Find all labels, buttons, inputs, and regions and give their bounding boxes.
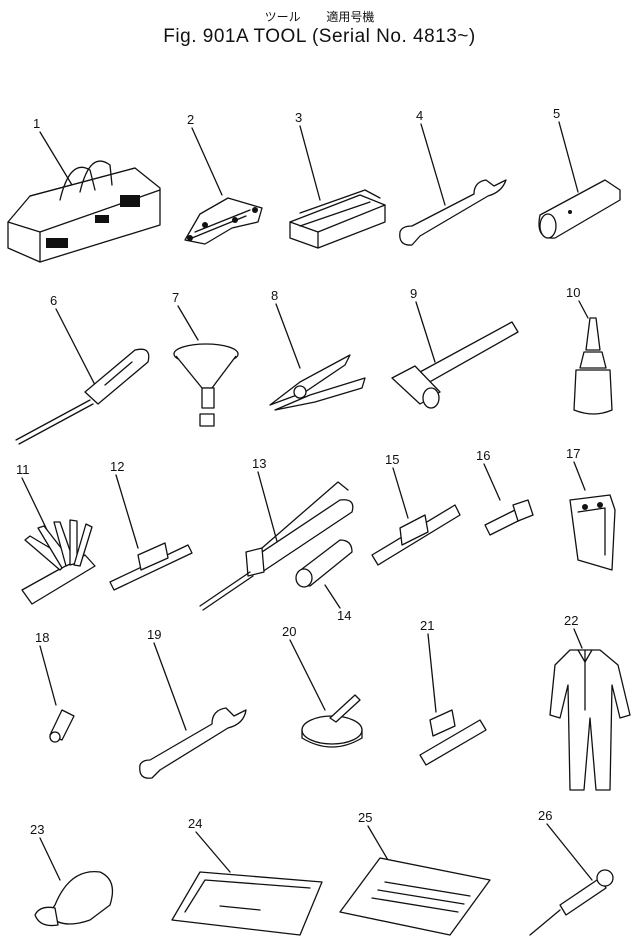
callout-14: 14: [337, 608, 351, 623]
part-23: 23: [30, 822, 114, 927]
callout-19: 19: [147, 627, 161, 642]
figure-title: Fig. 901A TOOL (Serial No. 4813~): [163, 26, 476, 47]
part-11: 11: [16, 462, 96, 605]
bolt-icon: [484, 499, 534, 536]
callout-9: 9: [410, 286, 417, 301]
binder-icon: [171, 871, 323, 936]
part-25: 25: [339, 810, 491, 936]
extension-bar-icon: [371, 504, 461, 566]
part-10: 10: [566, 285, 613, 415]
tool-box-icon: [289, 189, 386, 249]
part-7: 7: [172, 290, 239, 427]
callout-21: 21: [420, 618, 434, 633]
bar-icon: [109, 542, 193, 591]
callout-17: 17: [566, 446, 580, 461]
callout-2: 2: [187, 112, 194, 127]
filter-wrench-icon: [301, 694, 363, 748]
part-2: 2: [184, 112, 263, 245]
callout-22: 22: [564, 613, 578, 628]
callout-10: 10: [566, 285, 580, 300]
coverall-icon: [549, 649, 631, 791]
callout-4: 4: [416, 108, 423, 123]
callout-24: 24: [188, 816, 202, 831]
callout-13: 13: [252, 456, 266, 471]
callout-20: 20: [282, 624, 296, 639]
manual-icon: [339, 857, 491, 936]
callout-5: 5: [553, 106, 560, 121]
callout-6: 6: [50, 293, 57, 308]
part-6: 6: [15, 293, 150, 445]
adapter-icon: [49, 709, 75, 743]
feeler-gauge-icon: [21, 519, 96, 605]
gauge-tool-icon: [529, 869, 614, 936]
bracket-icon: [569, 494, 616, 571]
callout-25: 25: [358, 810, 372, 825]
part-15: 15: [371, 452, 461, 566]
part-9: 9: [391, 286, 519, 409]
callout-23: 23: [30, 822, 44, 837]
screwdriver-icon: [15, 348, 150, 445]
part-13: 13: [199, 456, 354, 611]
part-17: 17: [566, 446, 616, 571]
part-14: 14: [295, 539, 353, 623]
part-1: 1: [7, 116, 161, 263]
part-19: 19: [139, 627, 247, 779]
part-20: 20: [282, 624, 363, 748]
figure-title-japanese: ツール 適用号機: [0, 8, 639, 25]
part-3: 3: [289, 110, 386, 249]
double-open-wrench-icon: [139, 707, 247, 779]
callout-11: 11: [16, 462, 30, 477]
pliers-icon: [269, 354, 366, 411]
callout-8: 8: [271, 288, 278, 303]
callout-1: 1: [33, 116, 40, 131]
callout-12: 12: [110, 459, 124, 474]
callout-3: 3: [295, 110, 302, 125]
part-26: 26: [529, 808, 614, 936]
socket-wrench-icon: [538, 179, 621, 239]
grease-gun-icon: [199, 481, 354, 611]
part-4: 4: [399, 108, 507, 246]
callout-26: 26: [538, 808, 552, 823]
part-12: 12: [109, 459, 193, 591]
oil-can-icon: [573, 317, 613, 415]
callout-15: 15: [385, 452, 399, 467]
part-8: 8: [269, 288, 366, 411]
pipe-bar-icon: [419, 709, 487, 766]
wrench-set-icon: [184, 197, 263, 245]
open-end-wrench-icon: [399, 179, 507, 246]
callout-16: 16: [476, 448, 490, 463]
part-24: 24: [171, 816, 323, 936]
hammer-icon: [391, 321, 519, 409]
part-21: 21: [419, 618, 487, 766]
callout-18: 18: [35, 630, 49, 645]
part-16: 16: [476, 448, 534, 536]
cap-icon: [34, 870, 114, 927]
part-22: 22: [549, 613, 631, 791]
part-5: 5: [538, 106, 621, 239]
tool-bag-icon: [7, 160, 161, 263]
callout-7: 7: [172, 290, 179, 305]
cartridge-icon: [295, 539, 353, 588]
title-jp-left: ツール: [264, 10, 301, 24]
funnel-icon: [173, 343, 239, 427]
part-18: 18: [35, 630, 75, 743]
title-jp-right: 適用号機: [326, 10, 375, 24]
